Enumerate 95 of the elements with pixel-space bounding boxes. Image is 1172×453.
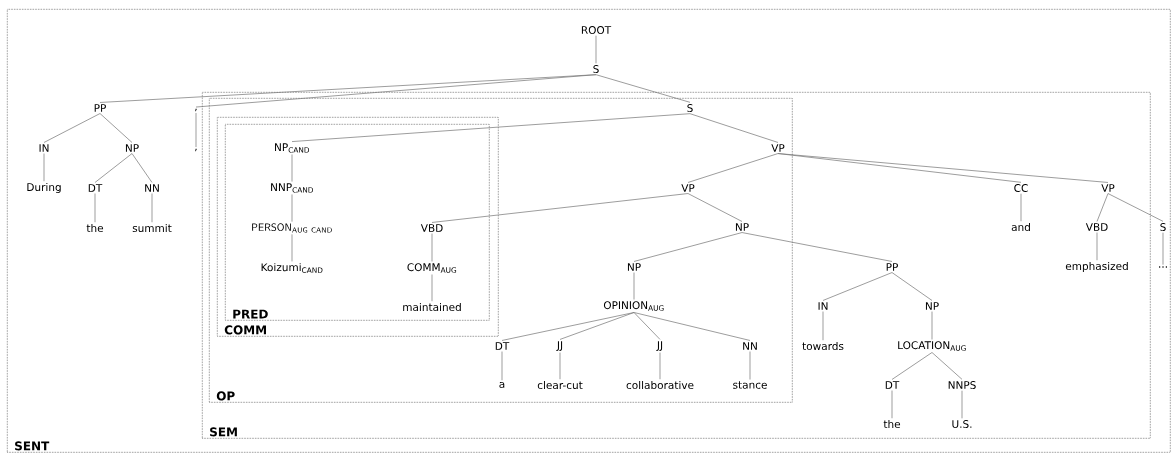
tree-label: JJ	[656, 341, 663, 351]
tree-branch	[687, 153, 779, 183]
tree-label: summit	[132, 223, 172, 233]
tree-label: emphasized	[1065, 261, 1128, 273]
tree-branch	[43, 153, 45, 182]
tree-branch	[689, 113, 779, 143]
tree-label: S	[593, 65, 599, 73]
tree-label: JJ	[556, 341, 563, 351]
tree-label: VBD	[1085, 223, 1108, 231]
tree-branch	[195, 112, 197, 148]
tree-branch	[559, 312, 635, 340]
tree-branch	[1020, 193, 1022, 222]
tree-label: ...	[1159, 266, 1167, 268]
tree-branch	[431, 274, 433, 302]
tree-label: COMM$_{AUG}$	[407, 263, 457, 273]
tree-branch	[1096, 193, 1109, 222]
tree-label: CC	[1014, 184, 1028, 192]
tree-branch	[431, 233, 433, 262]
tree-branch	[931, 352, 963, 380]
tree-branch	[822, 311, 824, 341]
tree-branch	[291, 234, 293, 262]
tree-label: During	[27, 182, 61, 194]
tree-branch	[94, 193, 96, 223]
tree-branch	[43, 113, 101, 143]
tree-branch	[131, 153, 153, 183]
tree-label: ROOT	[581, 26, 612, 34]
tree-label: maintained	[403, 302, 461, 312]
tree-branch	[291, 113, 691, 142]
tree-branch	[1162, 232, 1164, 265]
tree-label: the	[86, 223, 104, 233]
tree-branch	[291, 194, 293, 222]
tree-branch	[291, 154, 293, 182]
tree-label: LOCATION$_{AUG}$	[898, 341, 966, 351]
tree-label: a	[499, 382, 505, 388]
tree-branch	[931, 311, 933, 340]
tree-branch	[1107, 193, 1164, 222]
tree-label: Koizumi$_{CAND}$	[261, 263, 323, 273]
tree-branch	[501, 312, 635, 341]
tree-branch	[195, 74, 597, 108]
tree-label: and	[1011, 222, 1030, 232]
tree-label: DT	[495, 342, 510, 350]
tree-label: the	[883, 419, 901, 429]
tree-branch	[891, 390, 893, 419]
tree-branch	[151, 193, 153, 223]
tree-label: VP	[771, 144, 785, 152]
tree-branch	[559, 352, 561, 380]
tree-branch	[659, 352, 661, 380]
tree-label: NP	[125, 144, 139, 152]
tree-branch	[633, 312, 751, 341]
tree-branch	[501, 351, 503, 381]
tree-branch	[822, 272, 893, 301]
tree-label: PP	[94, 104, 106, 112]
tree-label: DT	[88, 184, 103, 192]
tree-label: IN	[818, 302, 828, 310]
tree-label: OPINION$_{AUG}$	[603, 301, 664, 311]
tree-label: ,	[195, 108, 197, 112]
tree-label: VP	[1101, 184, 1115, 192]
tree-branch	[633, 312, 661, 340]
tree-label: NNPS	[948, 381, 976, 389]
tree-label: IN	[39, 144, 49, 152]
tree-label: S	[687, 104, 693, 112]
tree-branch	[687, 193, 743, 222]
tree-label: NN	[743, 342, 757, 350]
tree-label: stance	[733, 381, 767, 389]
tree-label: VBD	[420, 224, 443, 232]
tree-label: ,	[195, 148, 197, 152]
tree-label: NN	[145, 184, 159, 192]
tree-label: NP$_{CAND}$	[275, 143, 310, 153]
tree-branch	[961, 390, 963, 419]
tree-label: VP	[681, 184, 695, 192]
tree-branch	[431, 193, 689, 223]
tree-label: NP	[627, 263, 641, 271]
tree-label: NNP$_{CAND}$	[271, 183, 313, 193]
tree-branch	[94, 153, 133, 183]
tree-branch	[99, 113, 133, 143]
tree-branch	[891, 352, 933, 380]
tree-label: NP	[925, 302, 939, 310]
tree-label: $\mathsf{PERSON}_{\mathsf{AUG\ CAND}}$	[252, 223, 332, 233]
tree-branch	[1096, 232, 1098, 261]
tree-label: towards	[802, 341, 844, 351]
tree-label: collaborative	[626, 380, 694, 390]
tree-label: PP	[886, 263, 898, 271]
tree-label: S	[1160, 223, 1166, 231]
tree-branch	[749, 351, 751, 380]
tree-branch	[595, 35, 597, 64]
tree-branch	[633, 272, 635, 300]
tree-label: U.S.	[952, 420, 972, 428]
tree-label: DT	[885, 381, 900, 389]
tree-branch	[595, 74, 691, 103]
tree-branch	[891, 272, 933, 301]
tree-branch	[633, 232, 743, 262]
tree-branch	[777, 153, 1109, 183]
tree-branch	[741, 232, 893, 262]
tree-label: NP	[735, 223, 749, 231]
tree-label: clear-cut	[537, 380, 583, 390]
